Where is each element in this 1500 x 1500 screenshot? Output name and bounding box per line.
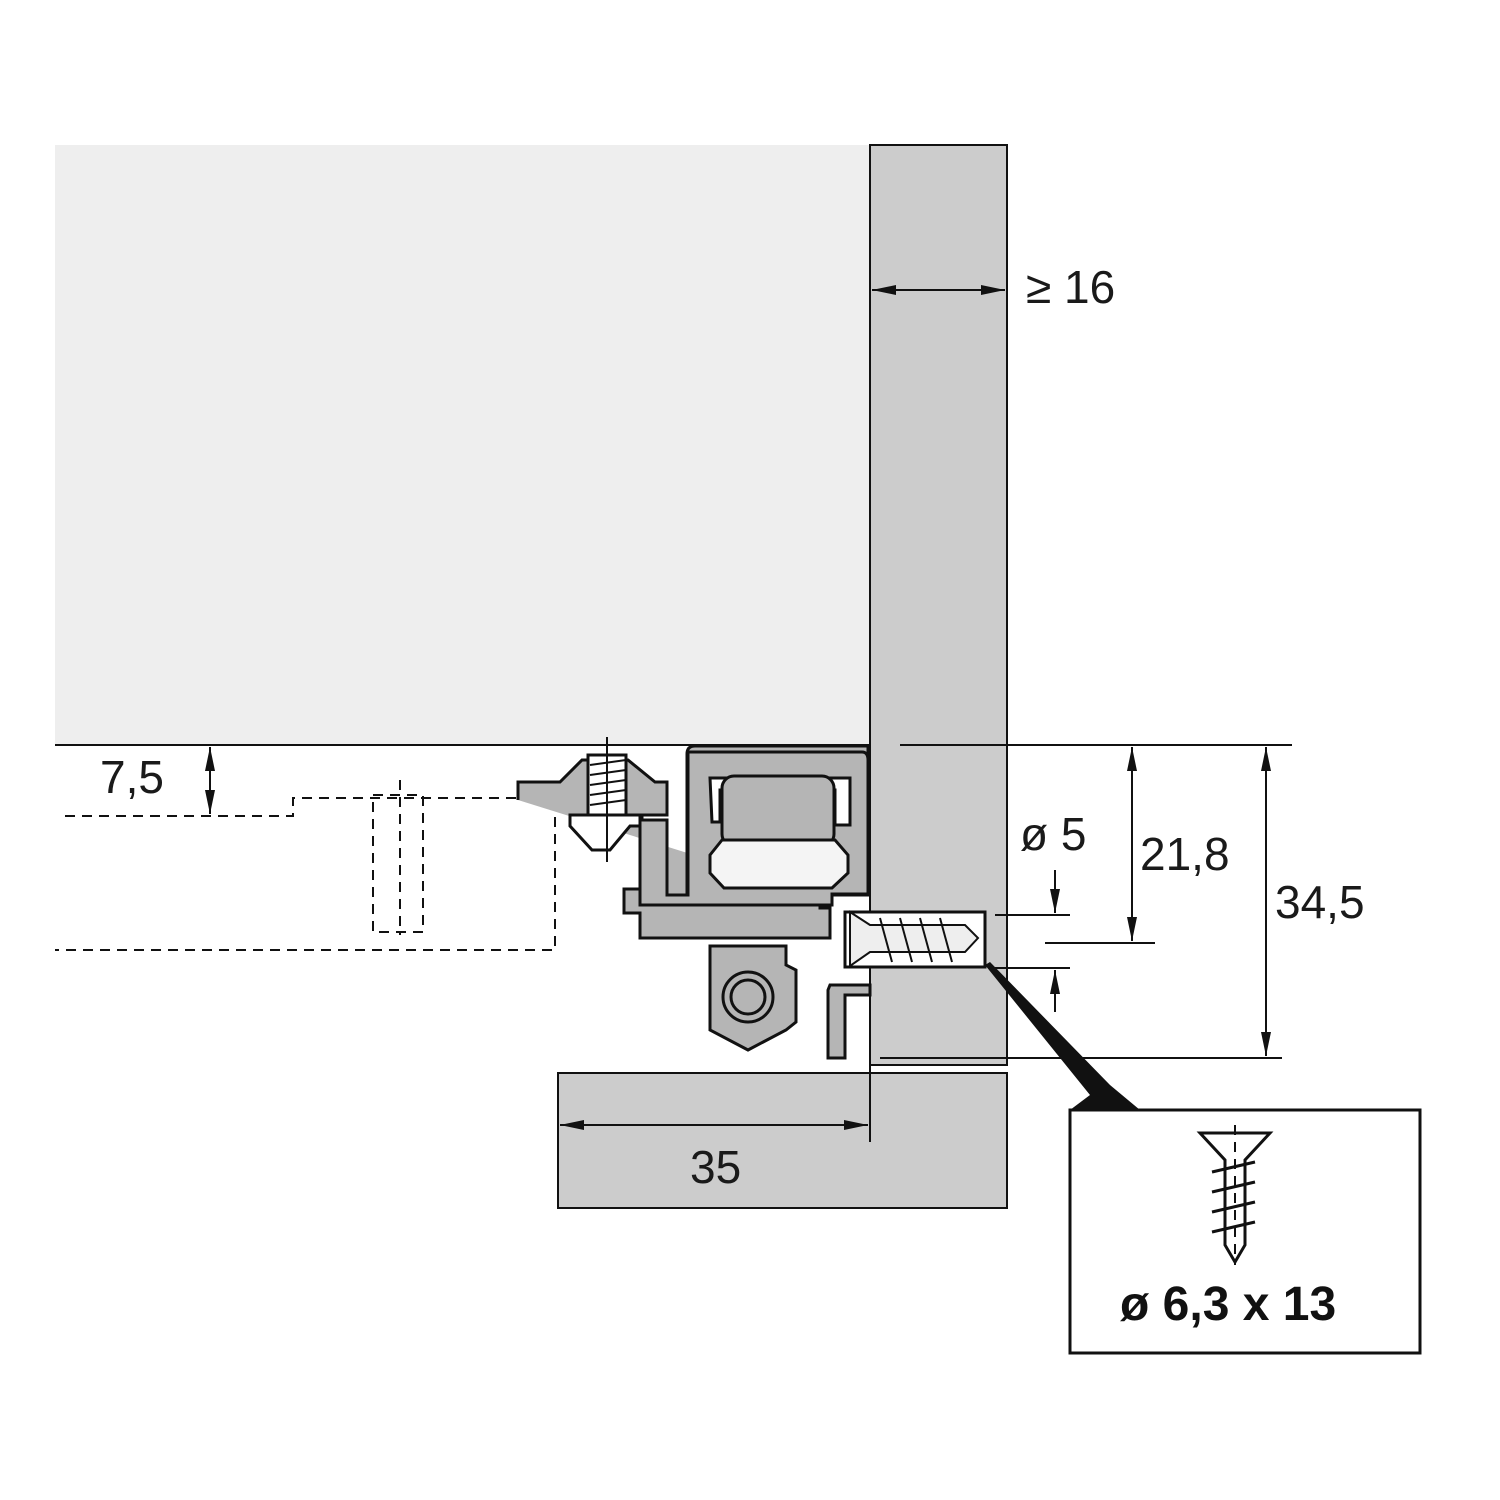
drawer-panel: [55, 145, 870, 745]
callout-leader: [985, 962, 1140, 1110]
screw-callout-box: ø 6,3 x 13: [1068, 1108, 1422, 1355]
dimension-total-height: 34,5: [1275, 876, 1365, 928]
dimension-hole-diameter: ø 5: [1020, 808, 1086, 860]
dimension-screw-height: 21,8: [1140, 828, 1230, 880]
screw-spec-label: ø 6,3 x 13: [1120, 1278, 1336, 1331]
screw-icon: [1196, 1125, 1274, 1265]
dimension-side-thickness: ≥ 16: [1026, 261, 1115, 313]
cabinet-bottom-panel: [557, 1072, 1008, 1209]
dimension-offset-top: 7,5: [100, 751, 164, 803]
drawer-bottom-outline: [55, 780, 556, 951]
slide-runner-mechanism: [516, 737, 987, 1060]
dimension-depth: 35: [690, 1141, 741, 1193]
